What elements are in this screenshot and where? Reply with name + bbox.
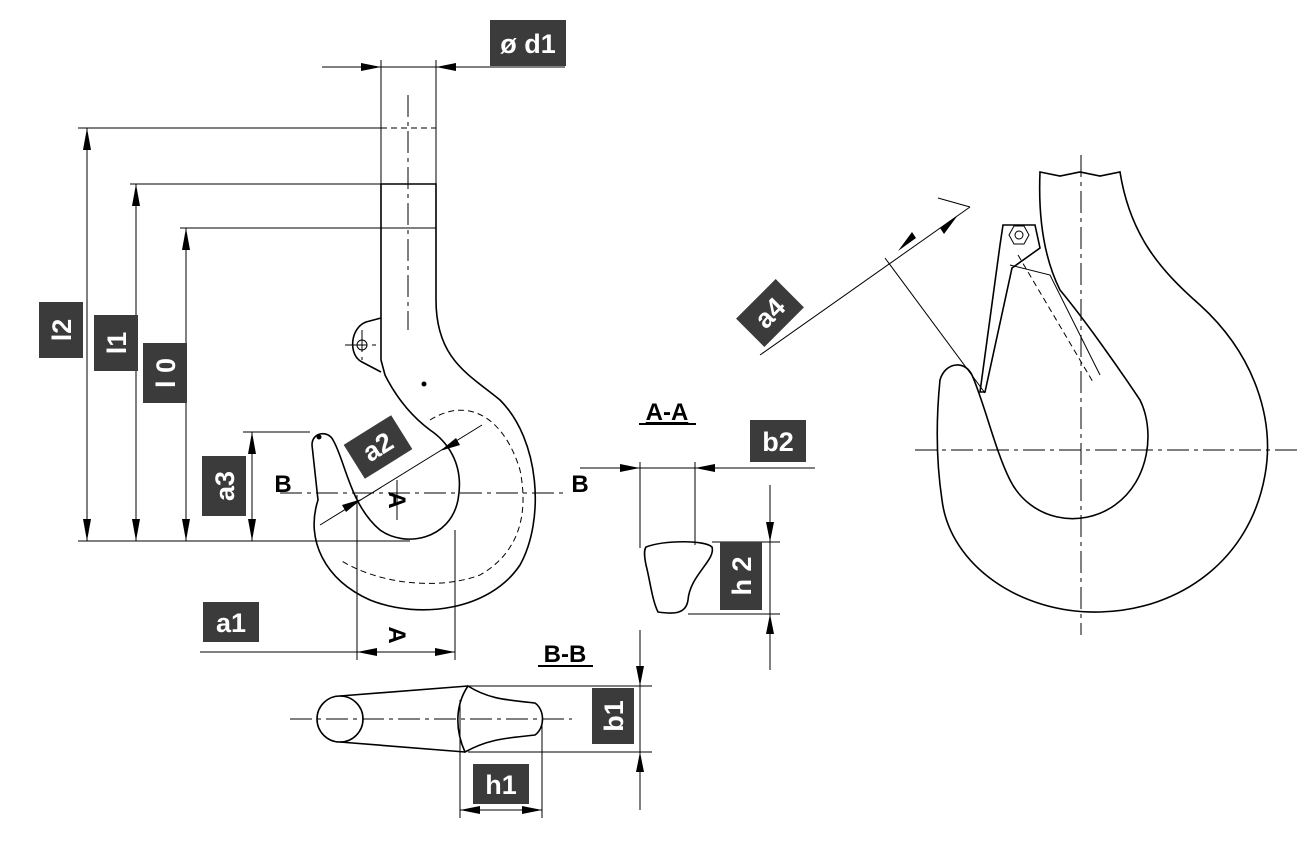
title-section-bb: B-B xyxy=(544,641,587,668)
label-l1: l1 xyxy=(102,332,132,355)
label-b1: b1 xyxy=(599,700,629,732)
right-hook-outline xyxy=(936,171,1269,613)
right-hook-latch xyxy=(979,224,1041,393)
hook-outline xyxy=(311,183,537,611)
dimension-lines-left xyxy=(78,60,565,660)
right-hook-view xyxy=(759,155,1300,635)
main-hook-view xyxy=(280,95,565,611)
label-h1: h1 xyxy=(485,770,517,800)
section-bb-profile xyxy=(457,684,544,754)
section-markers: B B A A A-A B-B xyxy=(274,399,696,668)
label-d1: ø d1 xyxy=(500,29,556,59)
title-section-aa: A-A xyxy=(646,399,689,426)
marker-b-left: B xyxy=(274,471,291,498)
section-aa-profile xyxy=(643,541,714,614)
marker-b-right: B xyxy=(571,471,588,498)
section-aa-view xyxy=(580,462,815,670)
marker-a-lower: A xyxy=(383,626,410,643)
marker-a-upper: A xyxy=(383,491,410,508)
label-h2: h 2 xyxy=(727,556,757,595)
label-l0: l 0 xyxy=(151,358,181,388)
marking-dot-1 xyxy=(421,381,427,387)
marking-dot-2 xyxy=(316,434,322,440)
label-a1: a1 xyxy=(216,608,246,638)
label-a3: a3 xyxy=(210,471,240,501)
latch-bolt-hex xyxy=(1008,225,1030,245)
hook-inner-hidden xyxy=(339,409,524,584)
label-b2: b2 xyxy=(762,427,794,457)
section-bb-view xyxy=(290,630,652,818)
dimension-label-boxes: ø d1 l2 l1 l 0 a3 a2 a1 b2 xyxy=(39,20,806,804)
label-l2: l2 xyxy=(47,319,77,342)
latch-lug xyxy=(351,317,382,373)
